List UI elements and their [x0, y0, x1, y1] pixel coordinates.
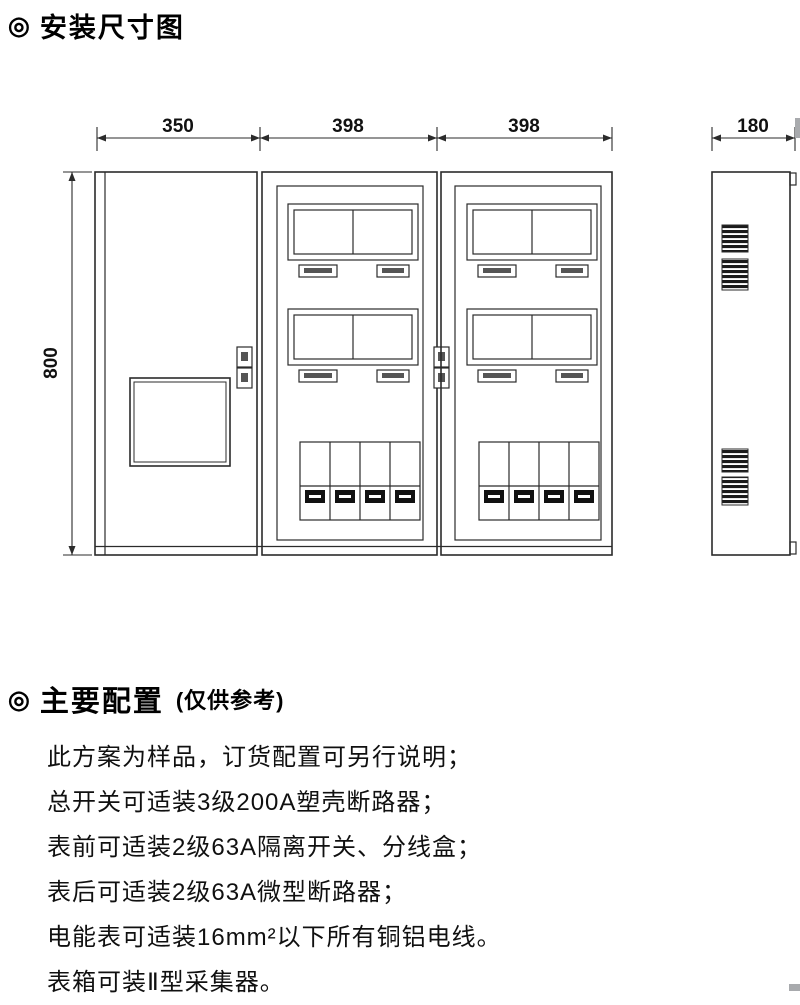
- side-view: [711, 171, 797, 556]
- dim-398-left-label: 398: [332, 116, 364, 137]
- double-circle-icon: ◎: [8, 685, 30, 714]
- dim-350-label: 350: [162, 116, 194, 137]
- config-text: 此方案为样品，订货配置可另行说明； 总开关可适装3级200A塑壳断路器； 表前可…: [47, 735, 790, 1005]
- meter-window-bottom: [466, 308, 598, 383]
- breaker-row: [478, 441, 600, 521]
- config-subtitle: (仅供参考): [175, 688, 285, 713]
- dim-800-label: 800: [41, 347, 62, 379]
- top-dimension-arrows: [97, 134, 795, 142]
- terminal-block: [721, 258, 749, 291]
- mounting-tab-top: [789, 172, 797, 186]
- config-line: 表后可适装2级63A微型断路器；: [47, 879, 408, 906]
- meter-window-bottom: [287, 308, 419, 383]
- door-panel: [94, 171, 612, 556]
- page-edge-artifact: [789, 984, 800, 991]
- installation-drawing: 350 398 398 180 800: [41, 116, 797, 556]
- terminal-block: [721, 224, 749, 253]
- double-circle-icon: ◎: [8, 12, 30, 40]
- config-title: 主要配置: [39, 686, 164, 718]
- breaker-row: [299, 441, 421, 521]
- height-dimension: [63, 171, 92, 556]
- meter-label-tag: [298, 264, 338, 278]
- door-window: [129, 377, 231, 467]
- config-line: 表箱可装Ⅱ型采集器。: [47, 969, 285, 996]
- meter-label-tag: [477, 264, 517, 278]
- meter-label-tag: [376, 264, 410, 278]
- meter-label-tag: [376, 369, 410, 383]
- config-line: 此方案为样品，订货配置可另行说明；: [47, 744, 472, 771]
- dim-180-label: 180: [737, 116, 769, 137]
- mounting-tab-bottom: [789, 541, 797, 555]
- meter-box-left: [261, 171, 438, 556]
- meter-box-right: [440, 171, 613, 556]
- terminal-block: [721, 448, 749, 473]
- meter-label-tag: [477, 369, 517, 383]
- meter-window-top: [287, 203, 419, 278]
- lock-left: [236, 346, 253, 389]
- dim-398-right-label: 398: [508, 116, 540, 137]
- config-line: 电能表可适装16mm²以下所有铜铝电线。: [47, 924, 502, 951]
- terminal-block: [721, 476, 749, 506]
- page-edge-artifact: [795, 118, 800, 138]
- meter-label-tag: [555, 369, 589, 383]
- config-line: 表前可适装2级63A隔离开关、分线盒；: [47, 834, 483, 861]
- section-installation-heading: ◎ 安装尺寸图: [8, 6, 185, 45]
- meter-label-tag: [555, 264, 589, 278]
- meter-label-tag: [298, 369, 338, 383]
- meter-window-top: [466, 203, 598, 278]
- front-view: [94, 171, 613, 556]
- config-line: 总开关可适装3级200A塑壳断路器；: [47, 789, 447, 816]
- installation-title: 安装尺寸图: [39, 13, 185, 43]
- section-config-heading: ◎ 主要配置 (仅供参考): [8, 678, 285, 720]
- height-dimension-arrows: [68, 172, 76, 555]
